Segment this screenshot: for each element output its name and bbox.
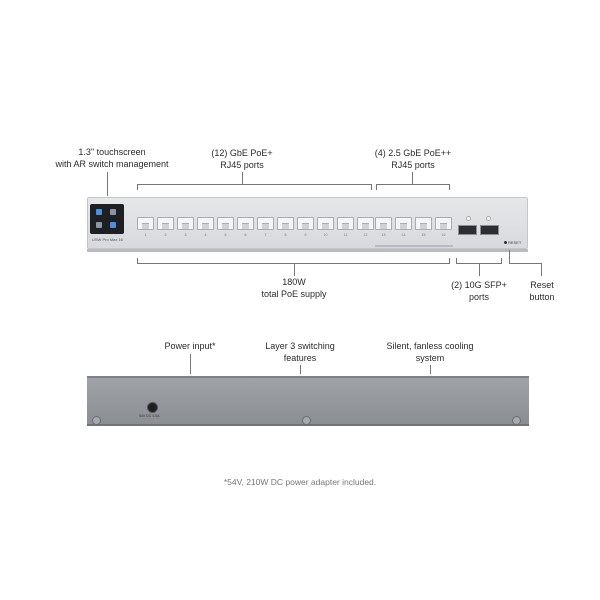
cooling-pointer — [430, 365, 431, 374]
port-number-1: 1 — [144, 233, 147, 237]
rj45-port-9 — [297, 217, 314, 230]
port-number-6: 6 — [244, 233, 247, 237]
port-number-12: 12 — [363, 233, 368, 237]
gbe-ports-pointer — [242, 172, 243, 184]
rj45-port-12 — [357, 217, 374, 230]
port-number-5: 5 — [224, 233, 227, 237]
switch-back-edge — [87, 424, 529, 426]
multigig-ports-pointer — [412, 172, 413, 184]
rj45-port-11 — [337, 217, 354, 230]
rj45-port-10 — [317, 217, 334, 230]
touchscreen-label: 1.3" touchscreen with AR switch manageme… — [55, 147, 169, 169]
port-number-11: 11 — [343, 233, 348, 237]
power-jack-text: 54V DC 4.0A — [139, 414, 160, 418]
rj45-port-2 — [157, 217, 174, 230]
layer3-label: Layer 3 switching features — [265, 341, 335, 363]
port-number-7: 7 — [264, 233, 267, 237]
screw-center — [302, 416, 311, 425]
multigig-ports-bracket — [376, 184, 450, 190]
port-number-4: 4 — [204, 233, 207, 237]
sfp-ports-pointer — [479, 264, 480, 276]
screw-left — [92, 416, 101, 425]
power-jack — [147, 402, 158, 413]
sfp-ports-bracket — [456, 258, 502, 264]
port-number-13: 13 — [381, 233, 386, 237]
touchscreen-icon-tr — [110, 209, 116, 215]
rj45-port-8 — [277, 217, 294, 230]
sfp-led-2 — [486, 216, 491, 221]
reset-button — [504, 241, 507, 244]
reset-pointer-v2 — [541, 263, 542, 276]
power-input-label: Power input* — [164, 341, 216, 351]
screw-right — [512, 416, 521, 425]
poe-supply-bracket — [137, 258, 450, 264]
cooling-label: Silent, fanless cooling system — [386, 341, 474, 363]
sfp-port-1 — [458, 225, 477, 235]
sfp-port-2 — [480, 225, 499, 235]
touchscreen-pointer — [107, 172, 108, 196]
port-number-2: 2 — [164, 233, 167, 237]
port-number-14: 14 — [401, 233, 406, 237]
rj45-port-6 — [237, 217, 254, 230]
sfp-ports-label: (2) 10G SFP+ ports — [451, 280, 507, 302]
rj45-port-7 — [257, 217, 274, 230]
port-number-9: 9 — [304, 233, 307, 237]
gbe-ports-bracket — [137, 184, 372, 190]
reset-text: RESET — [508, 240, 522, 245]
port-number-8: 8 — [284, 233, 287, 237]
rj45-port-1 — [137, 217, 154, 230]
model-label: USW Pro Max 16 — [92, 237, 123, 242]
poe-supply-label: 180W total PoE supply — [261, 277, 327, 299]
gbe-ports-label: (12) GbE PoE+ RJ45 ports — [211, 148, 273, 170]
rj45-port-16 — [435, 217, 452, 230]
reset-pointer-v — [509, 250, 510, 264]
power-input-pointer — [190, 354, 191, 374]
port-number-10: 10 — [323, 233, 328, 237]
sfp-led-1 — [466, 216, 471, 221]
switch-front-edge — [87, 249, 528, 252]
touchscreen-icon-tl — [96, 209, 102, 215]
port-number-3: 3 — [184, 233, 187, 237]
touchscreen-display — [90, 204, 124, 234]
footnote: *54V, 210W DC power adapter included. — [223, 477, 377, 487]
touchscreen-icon-bl — [96, 222, 102, 228]
reset-label: Reset button — [529, 280, 555, 302]
rj45-port-5 — [217, 217, 234, 230]
rj45-port-14 — [395, 217, 412, 230]
rj45-port-13 — [375, 217, 392, 230]
rj45-port-15 — [415, 217, 432, 230]
poe-supply-pointer — [294, 264, 295, 276]
reset-pointer-h — [509, 263, 542, 264]
multigig-ports-label: (4) 2.5 GbE PoE++ RJ45 ports — [374, 148, 452, 170]
touchscreen-icon-br — [110, 222, 116, 228]
multigig-port-indicator-bar — [375, 245, 453, 247]
rj45-port-4 — [197, 217, 214, 230]
rj45-port-3 — [177, 217, 194, 230]
port-number-15: 15 — [421, 233, 426, 237]
layer3-pointer — [300, 365, 301, 374]
port-number-16: 16 — [441, 233, 446, 237]
